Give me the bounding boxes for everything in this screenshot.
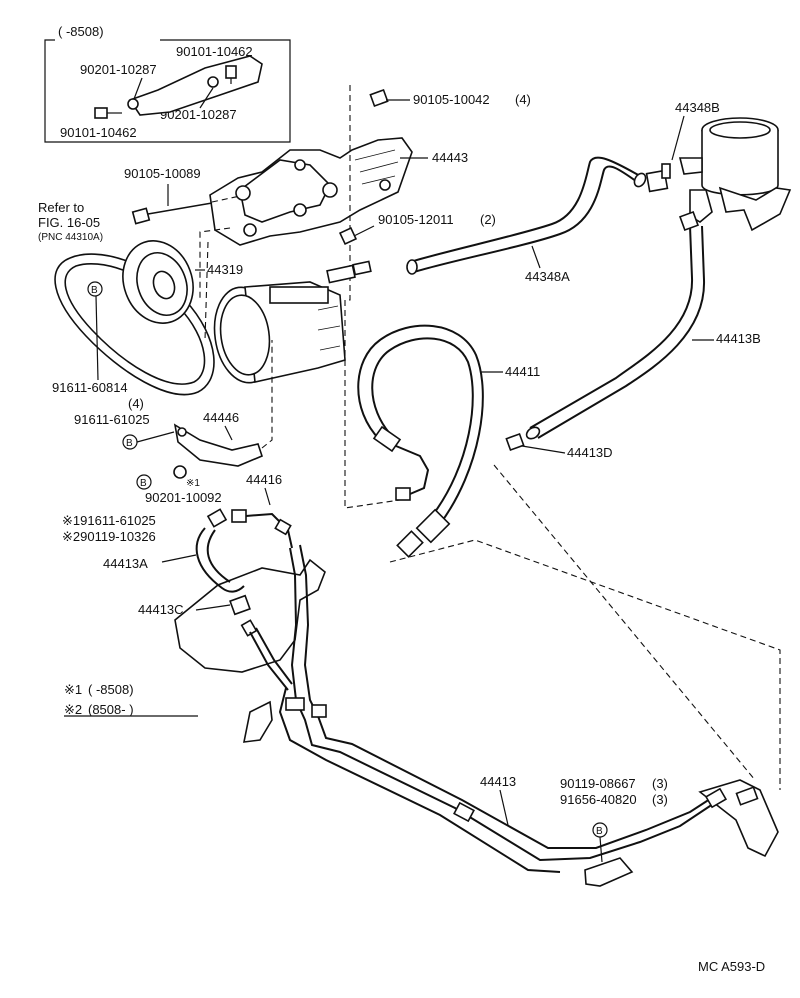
inset-date-range: ( -8508)	[58, 24, 104, 39]
footnote2-mark: ※2	[64, 702, 82, 717]
label-note1: ※191611-61025	[62, 513, 156, 528]
label-hose-d: 44413D	[567, 445, 613, 460]
inset-fastener-box: ( -8508) 90101-10462 90201-10287 90201-1…	[44, 24, 291, 143]
pipe-union	[231, 509, 293, 549]
svg-text:B: B	[91, 285, 98, 296]
hose-clamp-icon	[505, 432, 525, 452]
label-tube-bolt1: 90119-08667	[560, 776, 636, 791]
pressure-hose-44411	[357, 324, 484, 558]
pulley	[122, 240, 194, 324]
footnote1: ( -8508)	[88, 682, 134, 697]
label-bolt-top: 90105-10042	[413, 92, 490, 107]
label-washer-mark: ※1	[186, 478, 200, 489]
inset-part-washer-bottom: 90201-10287	[160, 107, 237, 122]
leader-guide	[389, 539, 781, 790]
label-tube-bolt2-qty: (3)	[652, 792, 668, 807]
inset-part-washer-top: 90201-10287	[80, 62, 157, 77]
label-washer: 90201-10092	[145, 490, 222, 505]
b-marker-icon: B	[592, 822, 608, 838]
label-refer-to: Refer to	[38, 200, 84, 215]
inset-washer-icon	[127, 76, 219, 110]
svg-text:B: B	[140, 478, 147, 489]
label-hose-b: 44413B	[716, 331, 761, 346]
leader-guide	[493, 464, 756, 781]
label-pipe-union: 44416	[246, 472, 282, 487]
pump-bracket	[209, 137, 413, 246]
hose-clamp-icon	[645, 163, 671, 193]
label-note2: ※290119-10326	[62, 529, 156, 544]
label-bolt-mid: 90105-12011	[378, 212, 454, 227]
bolt-mid-icon	[338, 225, 375, 246]
inset-part-bolt-bottom: 90101-10462	[60, 125, 137, 140]
b-marker-icon: B	[136, 474, 152, 490]
svg-text:B: B	[126, 438, 133, 449]
footnote1-mark: ※1	[64, 682, 82, 697]
label-bolt-small: 91611-61025	[74, 412, 150, 427]
label-bolt-long: 90105-10089	[124, 166, 201, 181]
label-return-hose: 44348A	[525, 269, 570, 284]
label-refer-fig: FIG. 16-05	[38, 215, 100, 230]
power-steering-pump	[213, 260, 372, 384]
label-pressure-hose: 44411	[505, 364, 540, 379]
steering-gear-housing	[174, 558, 326, 673]
bolt-long-icon	[131, 202, 213, 225]
washer-icon	[173, 465, 187, 479]
diagram-code: MC A593-D	[698, 959, 765, 974]
label-belt-bolt: 91611-60814	[52, 380, 128, 395]
label-tube-bolt1-qty: (3)	[652, 776, 668, 791]
inset-part-bolt-top: 90101-10462	[176, 44, 253, 59]
label-bolt-mid-qty: (2)	[480, 212, 496, 227]
label-belt-bolt-qty: (4)	[128, 396, 144, 411]
footnote2: (8508- )	[88, 702, 134, 717]
b-marker-icon: B	[87, 281, 103, 297]
b-marker-icon: B	[122, 434, 138, 450]
label-tube-bolt2: 91656-40820	[560, 792, 637, 807]
label-hose-a: 44413A	[103, 556, 148, 571]
label-bolt-top-qty: (4)	[515, 92, 531, 107]
leader-guide	[199, 227, 231, 300]
label-pulley: 44319	[207, 262, 243, 277]
inset-bolt-icon	[94, 65, 237, 119]
hose-44413b	[525, 211, 706, 440]
label-stay: 44446	[203, 410, 239, 425]
hose-clamp-icon	[206, 508, 228, 528]
label-reservoir-clamp: 44348B	[675, 100, 720, 115]
label-refer-pnc: (PNC 44310A)	[38, 232, 103, 243]
label-tube: 44413	[480, 774, 516, 789]
bolt-top-icon	[369, 88, 410, 108]
return-hose-44348a	[406, 156, 647, 275]
hose-44413a	[195, 527, 245, 593]
label-bracket: 44443	[432, 150, 468, 165]
pressure-return-tube	[242, 544, 779, 887]
hose-clamp-icon	[229, 594, 258, 637]
label-clamp-c: 44413C	[138, 602, 184, 617]
reservoir-tank	[678, 117, 792, 232]
stay-bracket	[173, 423, 263, 467]
svg-text:B: B	[596, 826, 603, 837]
